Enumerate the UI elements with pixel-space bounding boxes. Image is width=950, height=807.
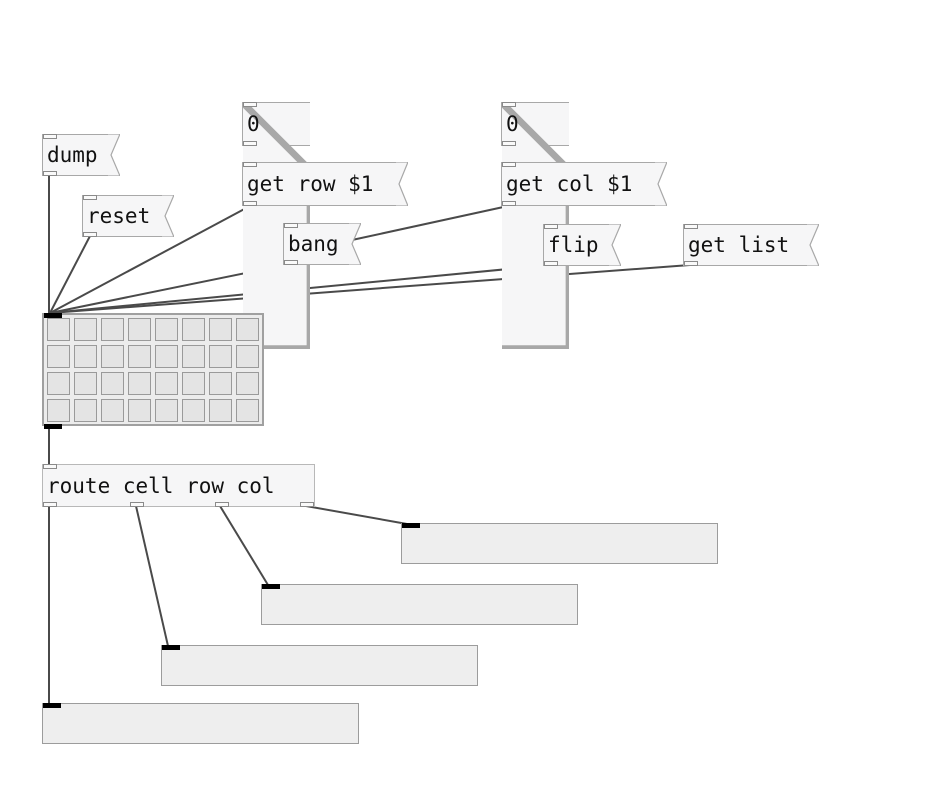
- get-list-message[interactable]: get list: [683, 224, 819, 266]
- cord-getcol-bang: [351, 205, 509, 241]
- matrix-cell[interactable]: [182, 345, 205, 368]
- matrix-cell[interactable]: [209, 345, 232, 368]
- matrix-cell[interactable]: [101, 399, 124, 422]
- matrix-cell[interactable]: [74, 372, 97, 395]
- list-box-row-inlet[interactable]: [262, 584, 280, 589]
- matrix-cell[interactable]: [128, 318, 151, 341]
- list-box-col[interactable]: [401, 523, 718, 564]
- matrix-cell[interactable]: [155, 399, 178, 422]
- list-box-cell-inlet[interactable]: [162, 645, 180, 650]
- matrix-cell[interactable]: [236, 372, 259, 395]
- route-outlet-row[interactable]: [130, 502, 144, 507]
- matrix-cell[interactable]: [101, 318, 124, 341]
- list-box-route-inlet[interactable]: [43, 703, 61, 708]
- list-box-cell[interactable]: [161, 645, 478, 686]
- matrix-cell[interactable]: [47, 399, 70, 422]
- get-row-outlet[interactable]: [243, 201, 257, 206]
- matrix-cell[interactable]: [155, 318, 178, 341]
- bang-outlet[interactable]: [284, 260, 298, 265]
- get-list-inlet[interactable]: [684, 224, 698, 229]
- matrix-cell[interactable]: [155, 345, 178, 368]
- reset-label: reset: [87, 204, 151, 228]
- get-col-outlet[interactable]: [502, 201, 516, 206]
- matrix-cell[interactable]: [101, 345, 124, 368]
- list-box-col-inlet[interactable]: [402, 523, 420, 528]
- col-number-box[interactable]: 0: [499, 100, 573, 353]
- matrix-cell[interactable]: [101, 372, 124, 395]
- list-box-row[interactable]: [261, 584, 578, 625]
- matrix-cell[interactable]: [128, 345, 151, 368]
- dump-message[interactable]: dump: [42, 134, 120, 176]
- matrix-cell[interactable]: [209, 318, 232, 341]
- get-list-outlet[interactable]: [684, 261, 698, 266]
- flip-message[interactable]: flip: [543, 224, 621, 266]
- matrix-cell[interactable]: [74, 318, 97, 341]
- col-number-outlet[interactable]: [502, 141, 516, 146]
- matrix-cell[interactable]: [236, 318, 259, 341]
- matrix-inlet[interactable]: [44, 313, 62, 318]
- get-row-inlet[interactable]: [243, 162, 257, 167]
- matrix-cell[interactable]: [47, 345, 70, 368]
- matrix-outlet[interactable]: [44, 424, 62, 429]
- cord-route-out1: [135, 505, 169, 647]
- cord-getrow-matrix: [49, 205, 251, 314]
- matrix-cell[interactable]: [128, 399, 151, 422]
- matrix-cell[interactable]: [182, 318, 205, 341]
- list-box-route[interactable]: [42, 703, 359, 744]
- cord-route-out2: [219, 505, 269, 586]
- get-row-message[interactable]: get row $1: [242, 162, 408, 206]
- bang-inlet[interactable]: [284, 223, 298, 228]
- matrix-cell[interactable]: [209, 372, 232, 395]
- flip-outlet[interactable]: [544, 261, 558, 266]
- matrix-cell[interactable]: [74, 399, 97, 422]
- matrix-cell[interactable]: [74, 345, 97, 368]
- cord-getlist-matrix: [49, 264, 691, 314]
- route-outlet-cell[interactable]: [43, 502, 57, 507]
- flip-label: flip: [548, 233, 599, 257]
- matrix-cell[interactable]: [47, 318, 70, 341]
- matrix-cell[interactable]: [128, 372, 151, 395]
- matrix-cell[interactable]: [236, 345, 259, 368]
- get-row-label: get row $1: [247, 172, 374, 196]
- matrix-cell[interactable]: [155, 372, 178, 395]
- matrix-cell[interactable]: [236, 399, 259, 422]
- matrix-cell[interactable]: [47, 372, 70, 395]
- get-list-label: get list: [688, 233, 790, 257]
- dump-inlet[interactable]: [43, 134, 57, 139]
- matrix-cell[interactable]: [182, 399, 205, 422]
- row-number-inlet[interactable]: [243, 102, 257, 107]
- reset-inlet[interactable]: [83, 195, 97, 200]
- get-col-inlet[interactable]: [502, 162, 516, 167]
- get-col-message[interactable]: get col $1: [501, 162, 667, 206]
- route-object[interactable]: route cell row col: [42, 464, 315, 507]
- row-number-outlet[interactable]: [243, 141, 257, 146]
- row-number-value: 0: [247, 112, 260, 136]
- dump-label: dump: [47, 143, 98, 167]
- row-number-box[interactable]: 0: [240, 100, 314, 353]
- route-outlet-reject[interactable]: [300, 502, 314, 507]
- matrix-cell[interactable]: [209, 399, 232, 422]
- bang-label: bang: [288, 232, 339, 256]
- route-label: route cell row col: [47, 473, 275, 498]
- route-outlet-col[interactable]: [215, 502, 229, 507]
- dump-outlet[interactable]: [43, 171, 57, 176]
- cord-route-out3: [305, 505, 408, 525]
- get-col-label: get col $1: [506, 172, 633, 196]
- route-inlet[interactable]: [43, 464, 57, 469]
- flip-inlet[interactable]: [544, 224, 558, 229]
- reset-message[interactable]: reset: [82, 195, 174, 237]
- col-number-inlet[interactable]: [502, 102, 516, 107]
- col-number-value: 0: [506, 112, 519, 136]
- bang-message[interactable]: bang: [283, 223, 361, 265]
- reset-outlet[interactable]: [83, 232, 97, 237]
- matrix-cell[interactable]: [182, 372, 205, 395]
- cord-reset-matrix: [49, 235, 91, 314]
- matrix-grid[interactable]: [42, 313, 264, 429]
